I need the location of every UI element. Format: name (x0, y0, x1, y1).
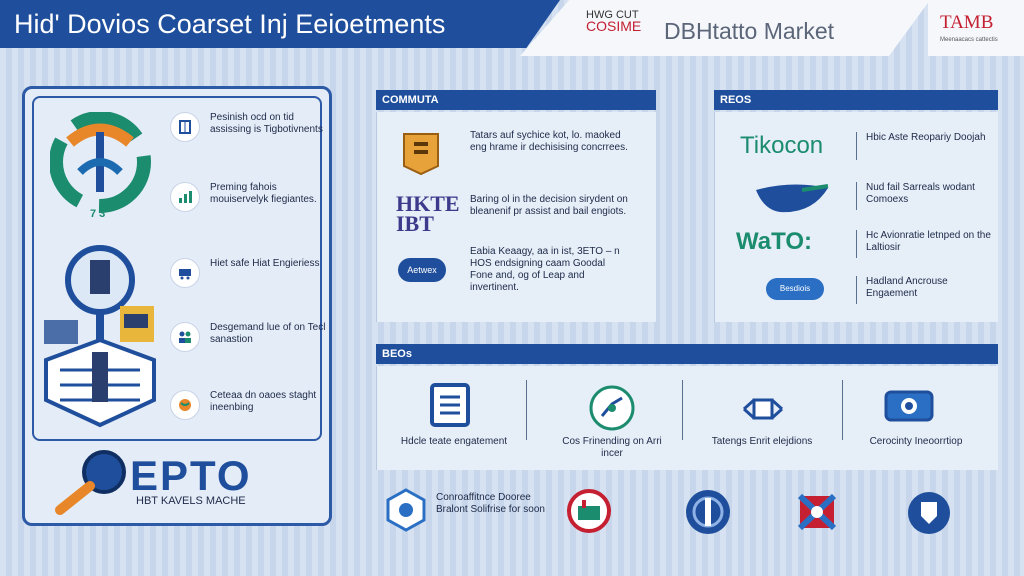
cross-badge-icon (797, 493, 837, 531)
middle-badge: Aetwex (398, 258, 446, 282)
document-icon (430, 383, 470, 427)
title-background (0, 0, 560, 48)
divider (842, 380, 843, 440)
whale-logo-icon (756, 184, 829, 213)
divider (856, 276, 857, 304)
left-list-text: Hiet safe Hiat Engieriess (210, 258, 320, 269)
middle-row: Eabia Keaagy, aa in ist, 3ETO – n HOS en… (470, 246, 630, 294)
bottom-item-text: Tatengs Enrit elejdions (711, 436, 813, 447)
right-logo-background (928, 0, 1024, 56)
bottom-item-text: Cos Frinending on Arri incer (562, 436, 662, 459)
left-list-text: Desgemand lue of on Tecl sanastion (210, 322, 326, 345)
device-icon (884, 390, 934, 422)
right-section-header: REOS (714, 90, 998, 110)
left-panel (22, 86, 332, 526)
right-row-text: Hbic Aste Reopariy Doojah (866, 132, 986, 143)
tower-illustration-icon (44, 245, 156, 428)
right-logo-subtitle: Meenaacacs cattectis (940, 37, 998, 43)
people-icon (170, 322, 200, 352)
right-row-text: Hc Avionratie letnped on the Laltiosir (866, 230, 991, 253)
epto-logo: EPTO (130, 452, 252, 499)
bottom-item-text: Hdcle teate engatement (400, 436, 508, 447)
page-title: Hid' Dovios Coarset Inj Eeioetments (14, 9, 446, 39)
title-bar: Hid' Dovios Coarset Inj Eeioetments HWG … (0, 0, 1024, 56)
brand-small-red: COSIME (586, 18, 642, 34)
middle-row: Tatars auf sychice kot, lo. maoked eng h… (470, 130, 630, 154)
divider (856, 132, 857, 160)
leaf-logo-number: 7 3 (90, 208, 106, 220)
middle-section-header: COMMUTA (376, 90, 656, 110)
brand-small: HWG CUT COSIME (586, 9, 642, 34)
divider (856, 182, 857, 210)
middle-row-text: Baring ol in the decision sirydent on bl… (470, 194, 628, 217)
brand-small-top: HWG CUT (586, 9, 639, 21)
epto-subtitle: HBT KAVELS MACHE (136, 495, 246, 507)
train-icon (170, 258, 200, 288)
middle-row-text: Tatars auf sychice kot, lo. maoked eng h… (470, 130, 628, 153)
right-badge: Besdiois (766, 278, 824, 300)
brand-background (520, 0, 930, 56)
globe-icon (170, 390, 200, 420)
left-list-text: Pesinish ocd on tid assissing is Tigboti… (210, 112, 323, 135)
left-list-item: Desgemand lue of on Tecl sanastion (170, 322, 328, 352)
footer-text: Conroaffitnce Dooree Bralont Solifrise f… (436, 492, 545, 515)
right-row-text: Nud fail Sarreals wodant Comoexs (866, 182, 975, 205)
left-list-item: Hiet safe Hiat Engieriess (170, 258, 328, 288)
connector-icon (686, 490, 730, 534)
right-logo-1: Tikocon (740, 132, 824, 159)
right-logo: TAMB (940, 12, 994, 33)
hexagon-gear-icon (386, 488, 426, 532)
book-icon (403, 133, 439, 176)
middle-row-text: Eabia Keaagy, aa in ist, 3ETO – n HOS en… (470, 246, 620, 293)
left-list-text: Ceteaa dn oaoes staght ineenbing (210, 390, 317, 413)
divider (682, 380, 683, 440)
left-inner-frame (32, 96, 322, 441)
chart-icon (170, 182, 200, 212)
divider (856, 230, 857, 258)
right-logo-3: WaTO: (736, 228, 812, 255)
left-list-item: Ceteaa dn oaoes staght ineenbing (170, 390, 328, 420)
factory-icon (567, 489, 611, 533)
right-row-text: Hadland Ancrouse Engaement (866, 276, 948, 299)
building-icon (170, 112, 200, 142)
middle-row: Baring ol in the decision sirydent on bl… (470, 194, 630, 218)
brand-name: DBHtatto Market (664, 18, 834, 44)
leaf-logo-icon (50, 112, 151, 213)
divider (526, 380, 527, 440)
left-list-item: Preming fahois mouiservelyk fiegiantes. (170, 182, 328, 212)
bottom-section-header: BEOs (376, 344, 998, 364)
bottom-item-text: Cerocinty Ineoorrtiop (869, 436, 963, 447)
compass-icon (589, 385, 635, 431)
left-list-text: Preming fahois mouiservelyk fiegiantes. (210, 182, 317, 205)
network-icon (742, 398, 784, 420)
shield-icon (908, 492, 950, 534)
magnifier-icon (55, 450, 126, 515)
left-list-item: Pesinish ocd on tid assissing is Tigboti… (170, 112, 328, 142)
middle-logo: HKTE IBT (396, 191, 460, 236)
